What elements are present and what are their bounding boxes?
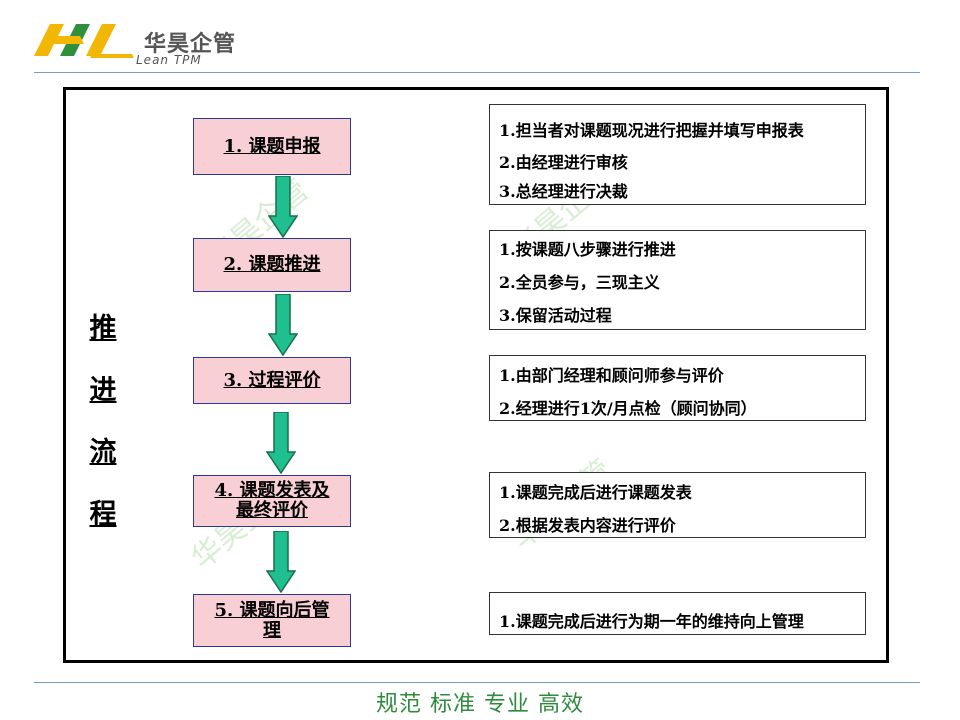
detail-line: 2.全员参与，三现主义 <box>499 273 660 292</box>
step-box-1: 1. 课题申报 <box>193 118 351 175</box>
side-title-char: 进 <box>89 375 117 406</box>
step-box-5: 5. 课题向后管理 <box>193 594 351 647</box>
detail-line: 3.总经理进行决裁 <box>499 182 628 201</box>
side-title-char: 流 <box>89 437 117 468</box>
down-arrow-icon <box>268 176 298 238</box>
detail-line: 1.课题完成后进行为期一年的维持向上管理 <box>499 612 804 631</box>
step-detail-box-2: 1.按课题八步骤进行推进 2.全员参与，三现主义 3.保留活动过程 <box>489 230 866 330</box>
footer-slogan: 规范 标准 专业 高效 <box>376 692 584 717</box>
step-detail-box-5: 1.课题完成后进行为期一年的维持向上管理 <box>489 592 866 635</box>
detail-line: 2.根据发表内容进行评价 <box>499 516 676 535</box>
header-divider <box>34 72 920 73</box>
step-detail-box-1: 1.担当者对课题现况进行把握并填写申报表 2.由经理进行审核 3.总经理进行决裁 <box>489 104 866 205</box>
detail-line: 3.保留活动过程 <box>499 306 612 325</box>
side-title-char: 推 <box>89 313 117 344</box>
step-detail-box-4: 1.课题完成后进行课题发表 2.根据发表内容进行评价 <box>489 472 866 538</box>
step-detail-box-3: 1.由部门经理和顾问师参与评价 2.经理进行1次/月点检（顾问协同） <box>489 355 866 421</box>
down-arrow-icon <box>266 531 296 593</box>
footer-divider <box>34 682 920 683</box>
detail-line: 2.经理进行1次/月点检（顾问协同） <box>499 399 757 418</box>
logo-name-cn: 华昊企管 <box>144 32 237 57</box>
logo-h-mark-icon <box>34 24 134 58</box>
step-box-3: 3. 过程评价 <box>193 357 351 404</box>
down-arrow-icon <box>268 294 298 356</box>
step-box-4: 4. 课题发表及最终评价 <box>193 475 351 527</box>
flowchart-frame <box>63 87 889 663</box>
detail-line: 1.担当者对课题现况进行把握并填写申报表 <box>499 121 804 140</box>
detail-line: 2.由经理进行审核 <box>499 153 628 172</box>
down-arrow-icon <box>266 412 296 474</box>
detail-line: 1.按课题八步骤进行推进 <box>499 240 676 259</box>
step-box-2: 2. 课题推进 <box>193 238 351 292</box>
logo-name-en: Lean TPM <box>136 53 202 67</box>
side-title-char: 程 <box>89 499 117 530</box>
side-title: 推 进 流 程 <box>86 310 120 558</box>
detail-line: 1.由部门经理和顾问师参与评价 <box>499 366 724 385</box>
company-logo: 华昊企管 Lean TPM <box>30 14 235 67</box>
detail-line: 1.课题完成后进行课题发表 <box>499 483 692 502</box>
